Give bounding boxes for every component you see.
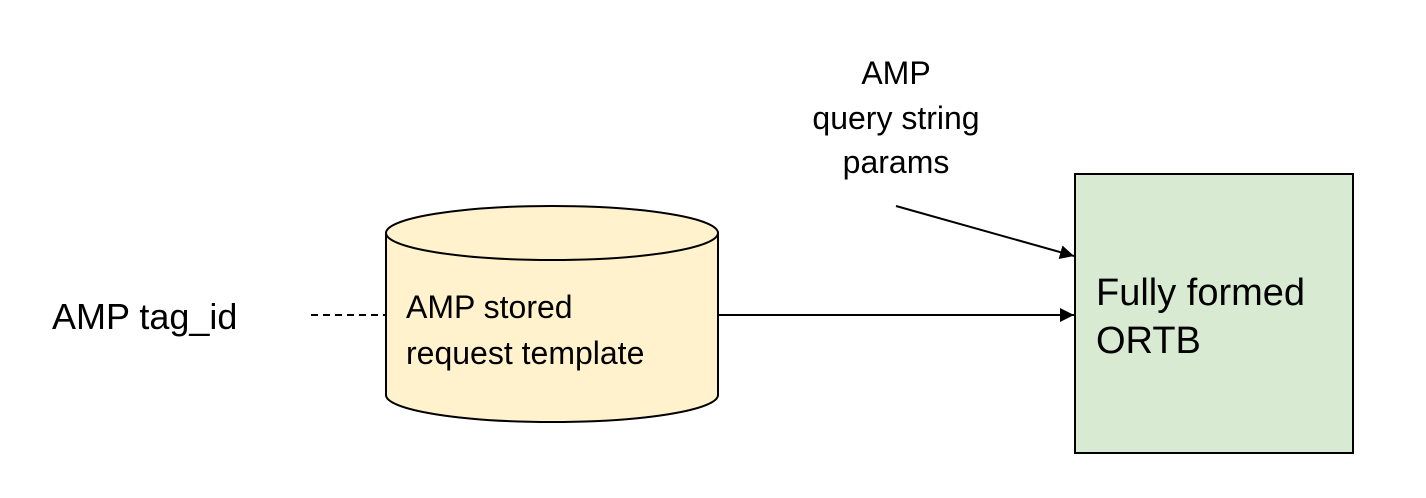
ortb-box: Fully formed ORTB [1074,173,1354,454]
stored-request-label-line1: AMP stored [406,289,573,325]
query-params-arrow [895,205,1075,259]
cylinder-body [385,232,719,423]
ortb-box-rect [1074,173,1354,454]
cylinder-top [385,205,719,261]
ortb-label-line2: ORTB [1096,320,1201,362]
tag-id-label: AMP tag_id [52,296,237,337]
query-params-label-line2: query string [812,100,979,136]
query-params-label-line3: params [843,144,950,180]
query-params-label-line1: AMP [861,55,930,91]
stored-request-label-line2: request template [406,335,644,371]
stored-request-cylinder: AMP stored request template [385,205,719,423]
ortb-label-line1: Fully formed [1096,272,1305,314]
